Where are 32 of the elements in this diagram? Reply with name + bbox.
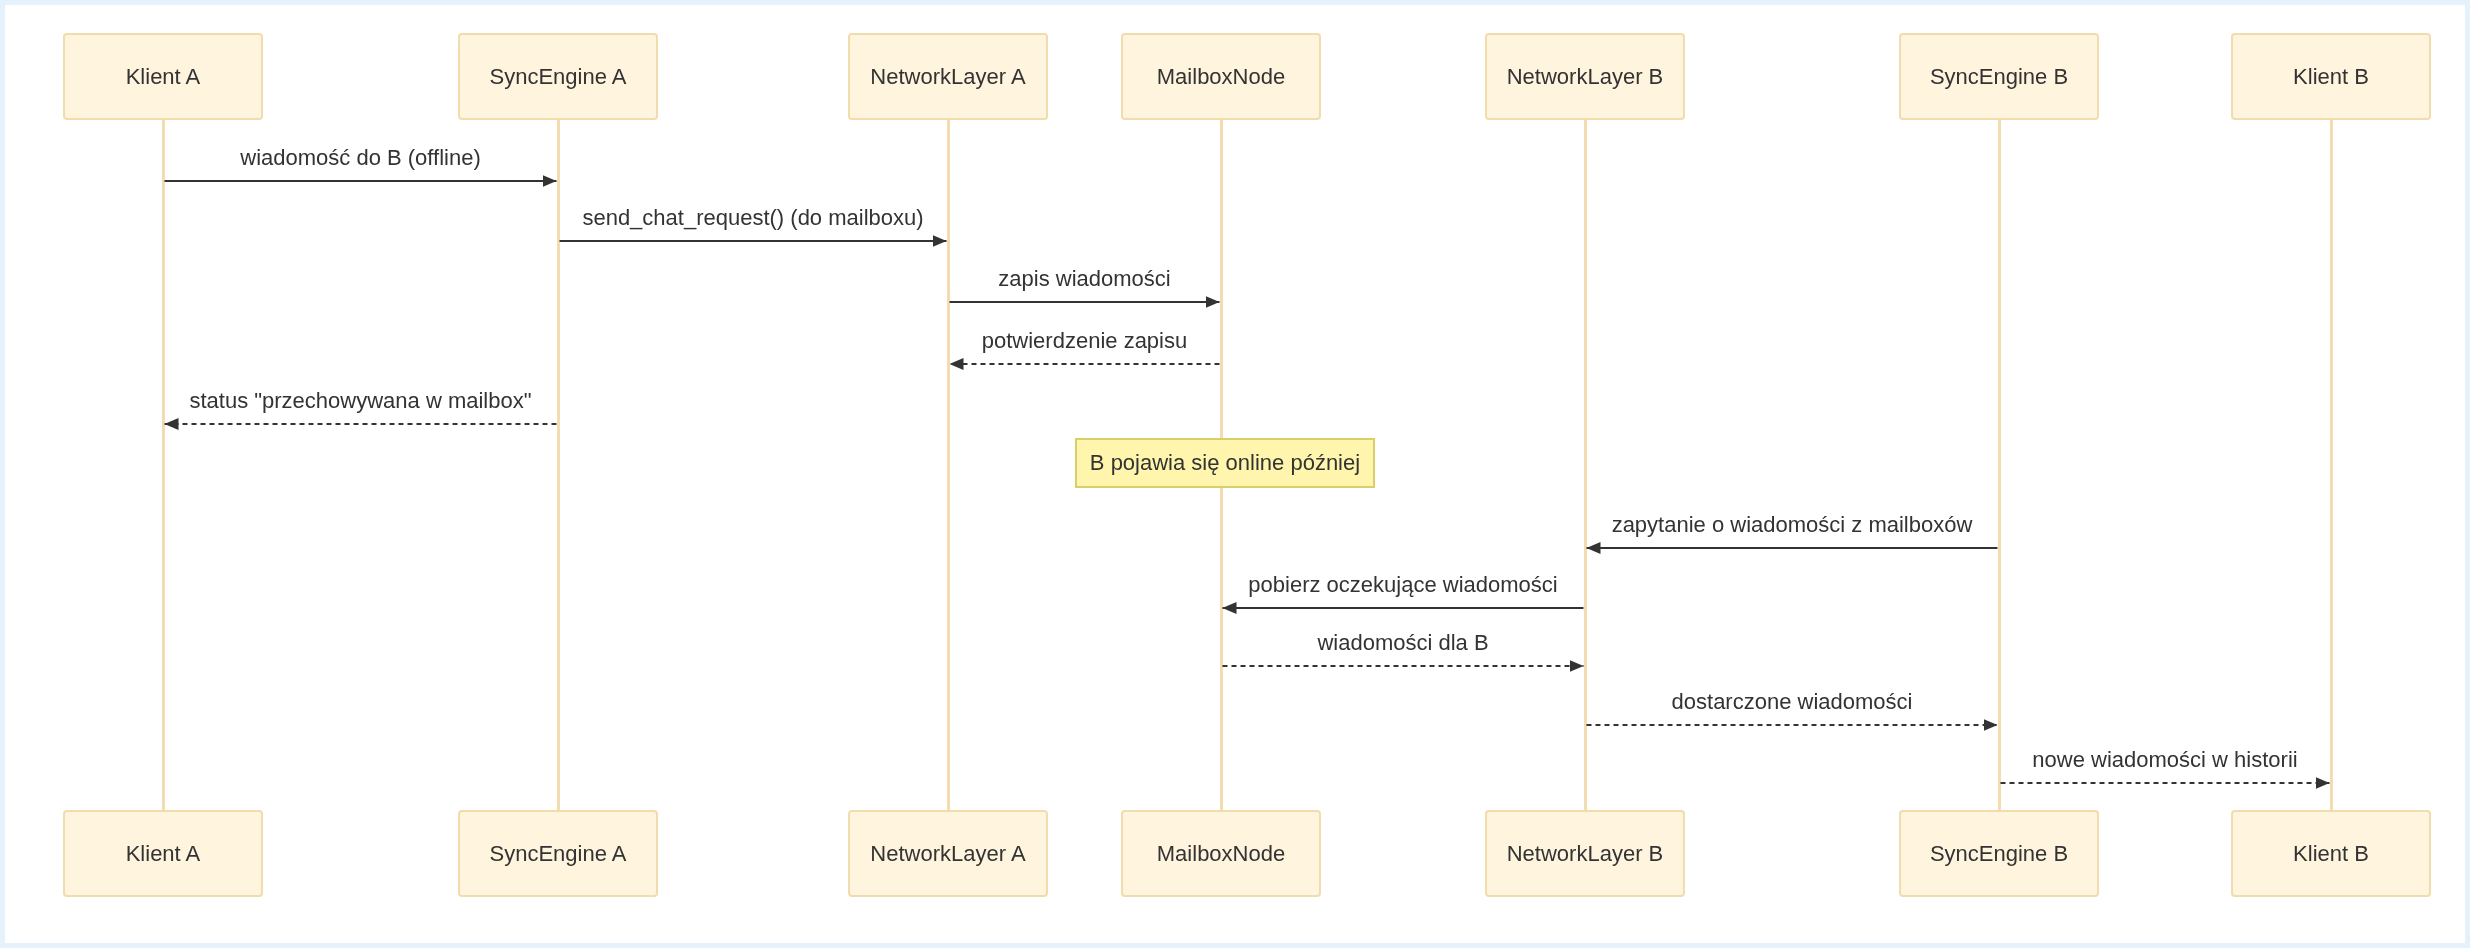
note-box: B pojawia się online później (1075, 438, 1375, 488)
arrow (558, 235, 948, 247)
lifeline (1219, 120, 1223, 810)
participant-box: MailboxNode (1121, 33, 1321, 120)
participant-box: MailboxNode (1121, 810, 1321, 897)
dashed-arrow (948, 358, 1221, 370)
lifeline (946, 120, 950, 810)
participant-box: Klient B (2231, 33, 2431, 120)
lifeline (161, 120, 165, 810)
lifeline (1997, 120, 2001, 810)
dashed-arrow (1221, 660, 1585, 672)
arrow (1585, 542, 1999, 554)
participant-box: Klient B (2231, 810, 2431, 897)
lifeline (556, 120, 560, 810)
participant-box: SyncEngine A (458, 33, 658, 120)
dashed-arrow (163, 418, 558, 430)
arrow (163, 175, 558, 187)
arrow (1221, 602, 1585, 614)
participant-box: Klient A (63, 33, 263, 120)
participant-box: SyncEngine A (458, 810, 658, 897)
participant-box: SyncEngine B (1899, 33, 2099, 120)
participant-box: NetworkLayer A (848, 810, 1048, 897)
dashed-arrow (1585, 719, 1999, 731)
participant-box: NetworkLayer B (1485, 810, 1685, 897)
arrow (948, 296, 1221, 308)
participant-box: NetworkLayer A (848, 33, 1048, 120)
participant-box: SyncEngine B (1899, 810, 2099, 897)
participant-box: NetworkLayer B (1485, 33, 1685, 120)
lifeline (1583, 120, 1587, 810)
lifeline (2329, 120, 2333, 810)
participant-box: Klient A (63, 810, 263, 897)
dashed-arrow (1999, 777, 2331, 789)
